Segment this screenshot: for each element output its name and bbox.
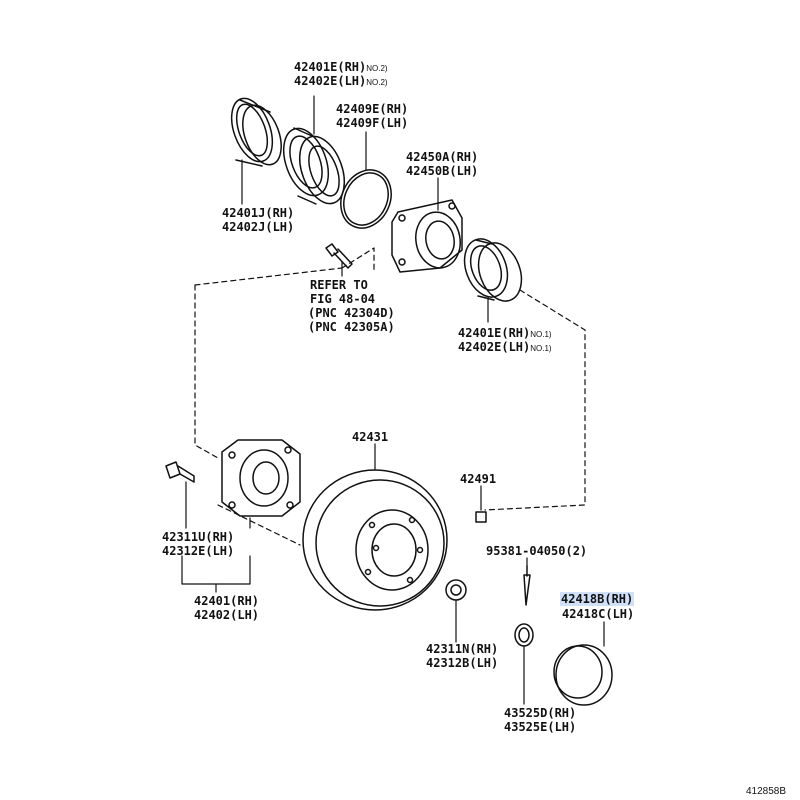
label-cap-rh: 42418B(RH) bbox=[560, 592, 635, 606]
label-brake-disc: 42431 bbox=[352, 430, 389, 444]
bearing-no2-part bbox=[282, 127, 346, 205]
label-cap-lh: 42418C(LH) bbox=[562, 607, 635, 621]
label-bearing-no2-lh: 42402E(LH)NO.2) bbox=[294, 74, 388, 88]
label-bolt-lh: 42312E(LH) bbox=[162, 544, 235, 558]
grease-cap-part bbox=[553, 644, 613, 706]
brake-disc-part bbox=[302, 469, 448, 611]
label-lock-nut-lh: 43525E(LH) bbox=[504, 720, 577, 734]
cotter-pin-part bbox=[523, 565, 531, 606]
label-hub-lh: 42450B(LH) bbox=[406, 164, 479, 178]
label-bearing-no1-lh: 42402E(LH)NO.1) bbox=[458, 340, 552, 354]
label-axle-hub-rh: 42401(RH) bbox=[194, 594, 260, 608]
hub-bolt-part bbox=[325, 243, 353, 269]
figure-number: 412858B bbox=[745, 786, 786, 797]
label-seal-rh: 42401J(RH) bbox=[222, 206, 295, 220]
label-hub-nut-rh: 42311N(RH) bbox=[426, 642, 499, 656]
label-bolt-rh: 42311U(RH) bbox=[162, 530, 235, 544]
hub-flange-part bbox=[391, 199, 463, 273]
leader-lines bbox=[181, 95, 605, 705]
hub-nut-part bbox=[445, 579, 467, 601]
label-o-ring-rh: 42409E(RH) bbox=[336, 102, 409, 116]
assembly-outline bbox=[194, 247, 586, 546]
axle-hub-part bbox=[221, 439, 301, 517]
plug-part bbox=[475, 511, 487, 523]
label-cotter-pin: 95381-04050(2) bbox=[486, 544, 588, 558]
label-o-ring-lh: 42409F(LH) bbox=[336, 116, 409, 130]
label-refer-line2: FIG 48-04 bbox=[310, 292, 376, 306]
label-bearing-no2-rh: 42401E(RH)NO.2) bbox=[294, 60, 388, 74]
lock-nut-part bbox=[514, 623, 534, 647]
label-plug: 42491 bbox=[460, 472, 497, 486]
label-seal-lh: 42402J(LH) bbox=[222, 220, 295, 234]
label-refer-line1: REFER TO bbox=[310, 278, 368, 292]
label-refer-line4: (PNC 42305A) bbox=[308, 320, 395, 334]
label-lock-nut-rh: 43525D(RH) bbox=[504, 706, 577, 720]
label-axle-hub-lh: 42402(LH) bbox=[194, 608, 260, 622]
oil-seal-part bbox=[230, 97, 282, 167]
bearing-no1-part bbox=[463, 238, 523, 302]
label-bearing-no1-rh: 42401E(RH)NO.1) bbox=[458, 326, 552, 340]
label-refer-line3: (PNC 42304D) bbox=[308, 306, 395, 320]
label-hub-rh: 42450A(RH) bbox=[406, 150, 479, 164]
o-ring-part bbox=[340, 169, 392, 229]
label-hub-nut-lh: 42312B(LH) bbox=[426, 656, 499, 670]
wheel-bolt-part bbox=[165, 461, 195, 483]
